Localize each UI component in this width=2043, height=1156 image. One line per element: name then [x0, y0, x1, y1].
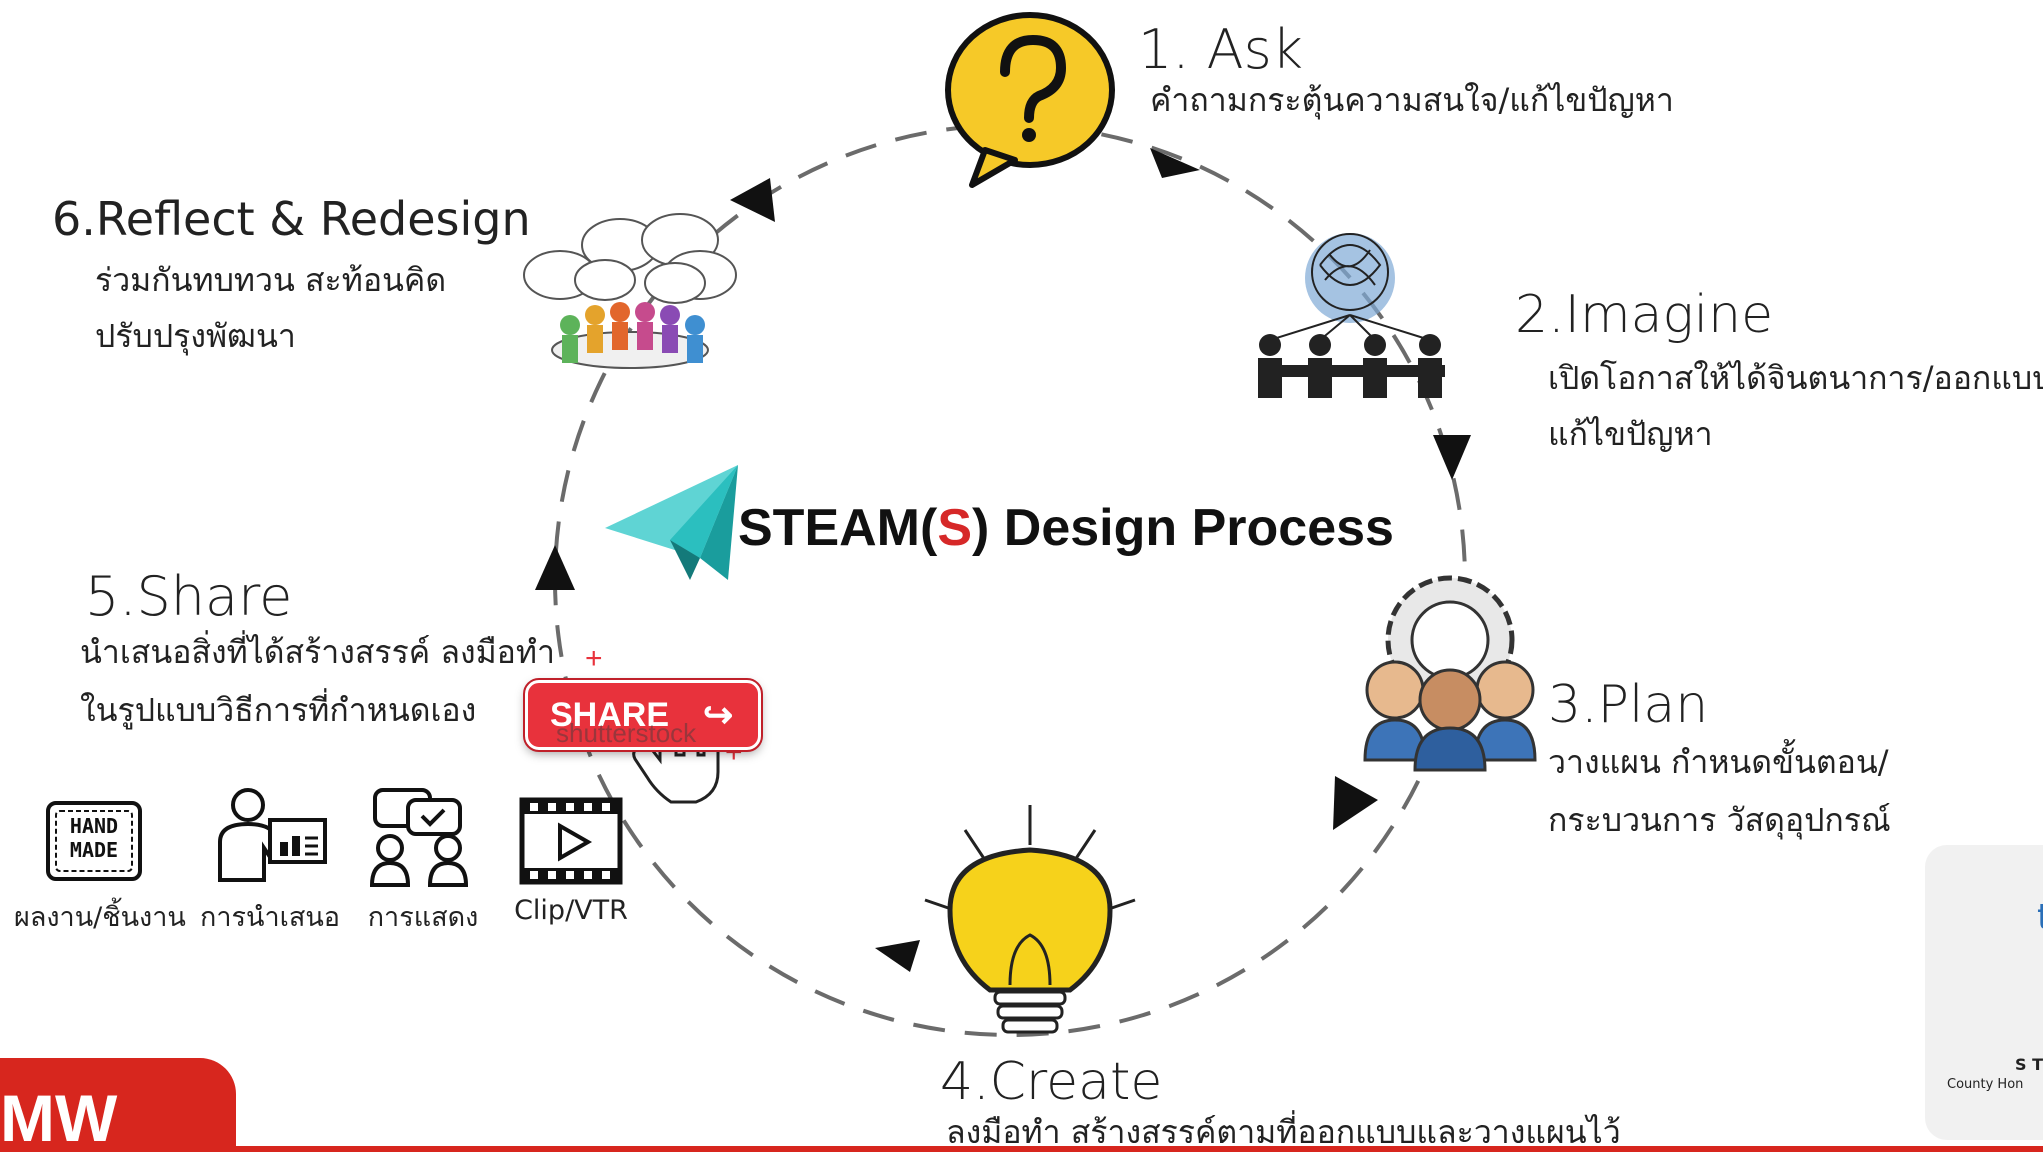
- share-button-label: SHARE: [550, 695, 670, 734]
- stamp-line-1: HAND: [69, 814, 119, 838]
- arrow-imagine-to-plan: [1433, 435, 1471, 480]
- share-arrow-icon: ↪: [703, 694, 734, 735]
- plus-mark: +: [585, 642, 603, 675]
- arrow-plan-to-create: [1333, 776, 1378, 830]
- bottom-rule: [236, 1146, 2043, 1152]
- team-gear-icon: [1363, 575, 1537, 772]
- logo-caption-top: S T: [2015, 1055, 2043, 1074]
- method-label-presentation: การนำเสนอ: [199, 902, 340, 933]
- arrow-ask-to-imagine: [1150, 148, 1200, 178]
- logo-caption-bottom: County Hon: [1947, 1077, 2024, 1092]
- step-reflect-desc-line2: ปรับปรุงพัฒนา: [95, 317, 296, 355]
- lightbulb-icon: [924, 805, 1136, 1034]
- discussion-group-icon: [523, 213, 737, 369]
- step-reflect-title: 6.Reflect & Redesign: [52, 192, 531, 246]
- stamp-line-2: MADE: [69, 838, 119, 862]
- question-bubble-icon: [945, 12, 1115, 188]
- step-imagine-desc-line1: เปิดโอกาสให้ได้จินตนาการ/ออกแบบ: [1548, 359, 2043, 397]
- step-plan-desc-line1: วางแผน กำหนดขั้นตอน/: [1548, 743, 1889, 781]
- logo-card: t S T County Hon: [1925, 845, 2043, 1140]
- step-create-desc: ลงมือทำ สร้างสรรค์ตามที่ออกแบบและวางแผนไ…: [946, 1113, 1621, 1151]
- arrow-create-to-share: [875, 940, 920, 972]
- step-ask-desc: คำถามกระตุ้นความสนใจ/แก้ไขปัญหา: [1150, 81, 1674, 119]
- arrow-reflect-to-ask: [730, 178, 775, 222]
- method-label-clip: Clip/VTR: [514, 895, 628, 926]
- corner-badge-text: MW: [0, 1081, 118, 1155]
- arrow-share-to-reflect: [535, 545, 575, 590]
- method-label-performance: การแสดง: [367, 902, 479, 933]
- watermark: shutterstock: [556, 718, 697, 748]
- step-create-title: 4.Create: [940, 1052, 1163, 1112]
- corner-badge: MW: [0, 1058, 236, 1155]
- step-plan-desc-line2: กระบวนการ วัสดุอุปกรณ์: [1548, 801, 1891, 839]
- diagram-title: STEAM(S) Design Process: [738, 499, 1394, 557]
- method-label-handmade: ผลงาน/ชิ้นงาน: [14, 902, 186, 933]
- step-share-desc-line1: นำเสนอสิ่งที่ได้สร้างสรรค์ ลงมือทำ: [80, 633, 555, 671]
- step-share-desc-line2: ในรูปแบบวิธีการที่กำหนดเอง: [80, 691, 477, 729]
- paper-plane-icon: [605, 465, 738, 580]
- step-imagine-title: 2.Imagine: [1515, 285, 1774, 345]
- film-play-icon: [519, 797, 623, 885]
- brainstorm-meeting-icon: [1258, 233, 1445, 398]
- logo-letter: t: [2037, 897, 2043, 938]
- presenter-icon: [218, 788, 327, 882]
- performers-icon: [369, 788, 469, 887]
- share-button-icon: SHARE ↪: [523, 678, 763, 752]
- step-share-title: 5.Share: [85, 565, 293, 628]
- step-ask-title: 1. Ask: [1138, 18, 1304, 81]
- handmade-stamp-icon: [46, 801, 142, 881]
- handmade-stamp-text: HAND MADE: [58, 814, 130, 862]
- step-plan-title: 3.Plan: [1548, 675, 1709, 735]
- step-imagine-desc-line2: แก้ไขปัญหา: [1548, 415, 1713, 453]
- step-reflect-desc-line1: ร่วมกันทบทวน สะท้อนคิด: [95, 261, 447, 299]
